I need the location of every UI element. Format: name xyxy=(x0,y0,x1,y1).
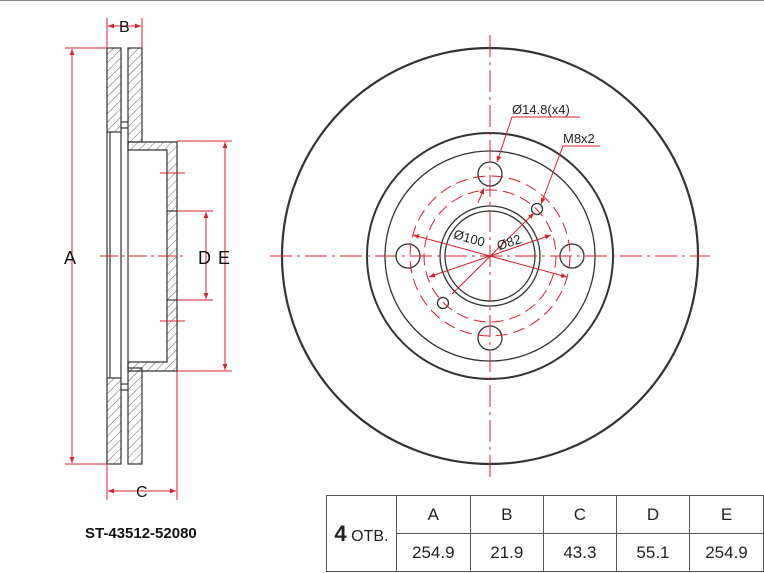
hole-count-label: ОТВ. xyxy=(351,527,389,545)
dim-label-a: A xyxy=(64,248,76,268)
dim-label-e: E xyxy=(218,248,230,268)
dim-label-d: D xyxy=(198,248,211,268)
table-value: 55.1 xyxy=(615,533,691,572)
table-value: 254.9 xyxy=(689,533,764,572)
table-header: A xyxy=(395,495,471,534)
side-dimensions xyxy=(65,18,232,500)
part-number: ST-43512-52080 xyxy=(85,525,197,542)
table-header: B xyxy=(469,495,544,534)
dim-label-b: B xyxy=(119,19,130,36)
pcd-label: Ø100 xyxy=(452,227,487,250)
thread-hole xyxy=(530,202,544,216)
thread-hole xyxy=(436,296,450,310)
hole-count: 4 xyxy=(334,520,347,546)
hub-diameter-label: Ø82 xyxy=(495,231,523,253)
dimensions-table: 4 ОТВ. A B C D E 254.9 21.9 43.3 55.1 25… xyxy=(326,495,764,572)
table-value: 21.9 xyxy=(469,533,544,572)
table-header: E xyxy=(689,495,764,534)
bolt-hole-label: Ø14.8(x4) xyxy=(512,102,570,117)
table-header: C xyxy=(542,495,617,534)
table-header: D xyxy=(615,495,691,534)
hole-count-cell: 4 ОТВ. xyxy=(326,495,397,572)
table-value: 254.9 xyxy=(395,533,471,572)
table-value: 43.3 xyxy=(542,533,617,572)
thread-label: M8x2 xyxy=(563,131,595,146)
dim-label-c: C xyxy=(136,484,148,501)
front-dimensions xyxy=(270,35,710,478)
